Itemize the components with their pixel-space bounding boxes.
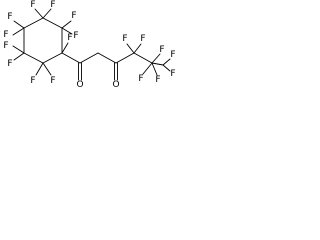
ring-bond	[23, 52, 44, 64]
fluorine-label: F	[7, 12, 12, 22]
fluorine-bonds	[12, 8, 171, 76]
fluorine-label: F	[71, 11, 76, 21]
cf-bond	[142, 62, 153, 75]
cf-bond	[34, 8, 44, 19]
fluorine-label: F	[7, 59, 12, 69]
ring-bond	[42, 52, 63, 64]
cf-bond	[162, 58, 171, 66]
chain-bond	[133, 52, 153, 64]
chain-bond	[115, 52, 135, 64]
fluorine-label: F	[67, 33, 72, 43]
cf-bond	[12, 45, 25, 54]
fluorine-label: F	[170, 69, 175, 79]
chain-bonds	[61, 52, 153, 64]
oxygen-label: O	[76, 80, 83, 90]
fluorine-label: F	[159, 45, 164, 55]
cf-bond	[133, 43, 142, 54]
ring-bond	[42, 17, 63, 29]
cf-bond	[151, 53, 161, 64]
cf-bond	[61, 20, 72, 29]
fluorine-label: F	[50, 76, 55, 86]
fluorine-label: F	[3, 30, 8, 40]
cf-bond	[35, 62, 44, 76]
cf-bond	[162, 64, 171, 72]
ring-bonds	[23, 17, 63, 64]
fluorine-label: F	[140, 34, 145, 44]
fluorine-label: F	[170, 50, 175, 60]
fluorine-label: F	[138, 74, 143, 84]
fluorine-label: F	[73, 31, 78, 41]
cf-bond	[126, 43, 135, 54]
cf-bond	[13, 20, 25, 29]
carbonyl-bonds	[78, 62, 118, 81]
fluorine-label: F	[3, 41, 8, 51]
cf-bond	[151, 62, 164, 66]
atom-labels: F F F F F F F F F F F O O F F F F F F F	[3, 0, 175, 90]
cf-bond	[12, 27, 25, 36]
chain-bond	[61, 52, 81, 64]
cf-bond	[42, 62, 52, 76]
cf-bond	[42, 8, 52, 19]
fluorine-label: F	[30, 0, 35, 10]
molecule-structure: F F F F F F F F F F F O O F F F F F F F	[3, 0, 175, 90]
chain-bond	[97, 52, 117, 64]
fluorine-label: F	[50, 0, 55, 10]
cf-bond	[13, 52, 25, 61]
cf-bond	[151, 62, 158, 76]
chain-bond	[79, 52, 99, 64]
fluorine-label: F	[122, 34, 127, 44]
fluorine-label: F	[155, 75, 160, 85]
cf-bond	[61, 27, 73, 35]
cf-bond	[61, 42, 69, 54]
fluorine-label: F	[30, 76, 35, 86]
ring-bond	[23, 17, 44, 29]
oxygen-label: O	[112, 80, 119, 90]
